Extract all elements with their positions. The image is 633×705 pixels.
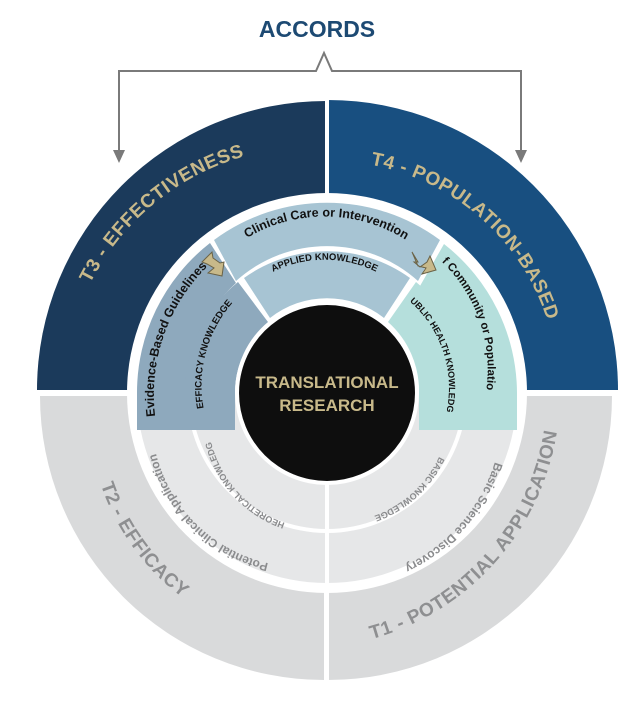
center-line-2: RESEARCH [279,396,374,415]
bracket-arrow-left [113,150,125,163]
segment-efficacy-knowledge [184,282,268,430]
segment-clinical-care [214,202,440,281]
double-arrow-left [201,250,225,277]
diagram-title: ACCORDS [259,16,375,42]
segment-public-health-knowledge [388,282,470,430]
accords-bracket [113,50,527,163]
segment-applied-knowledge [244,251,410,318]
segment-health-community [420,244,517,430]
double-arrow-right [411,251,437,275]
bracket-arrow-right [515,150,527,163]
segment-evidence-guidelines [136,243,236,430]
center-line-1: TRANSLATIONAL [255,373,398,392]
center-circle [239,305,415,481]
